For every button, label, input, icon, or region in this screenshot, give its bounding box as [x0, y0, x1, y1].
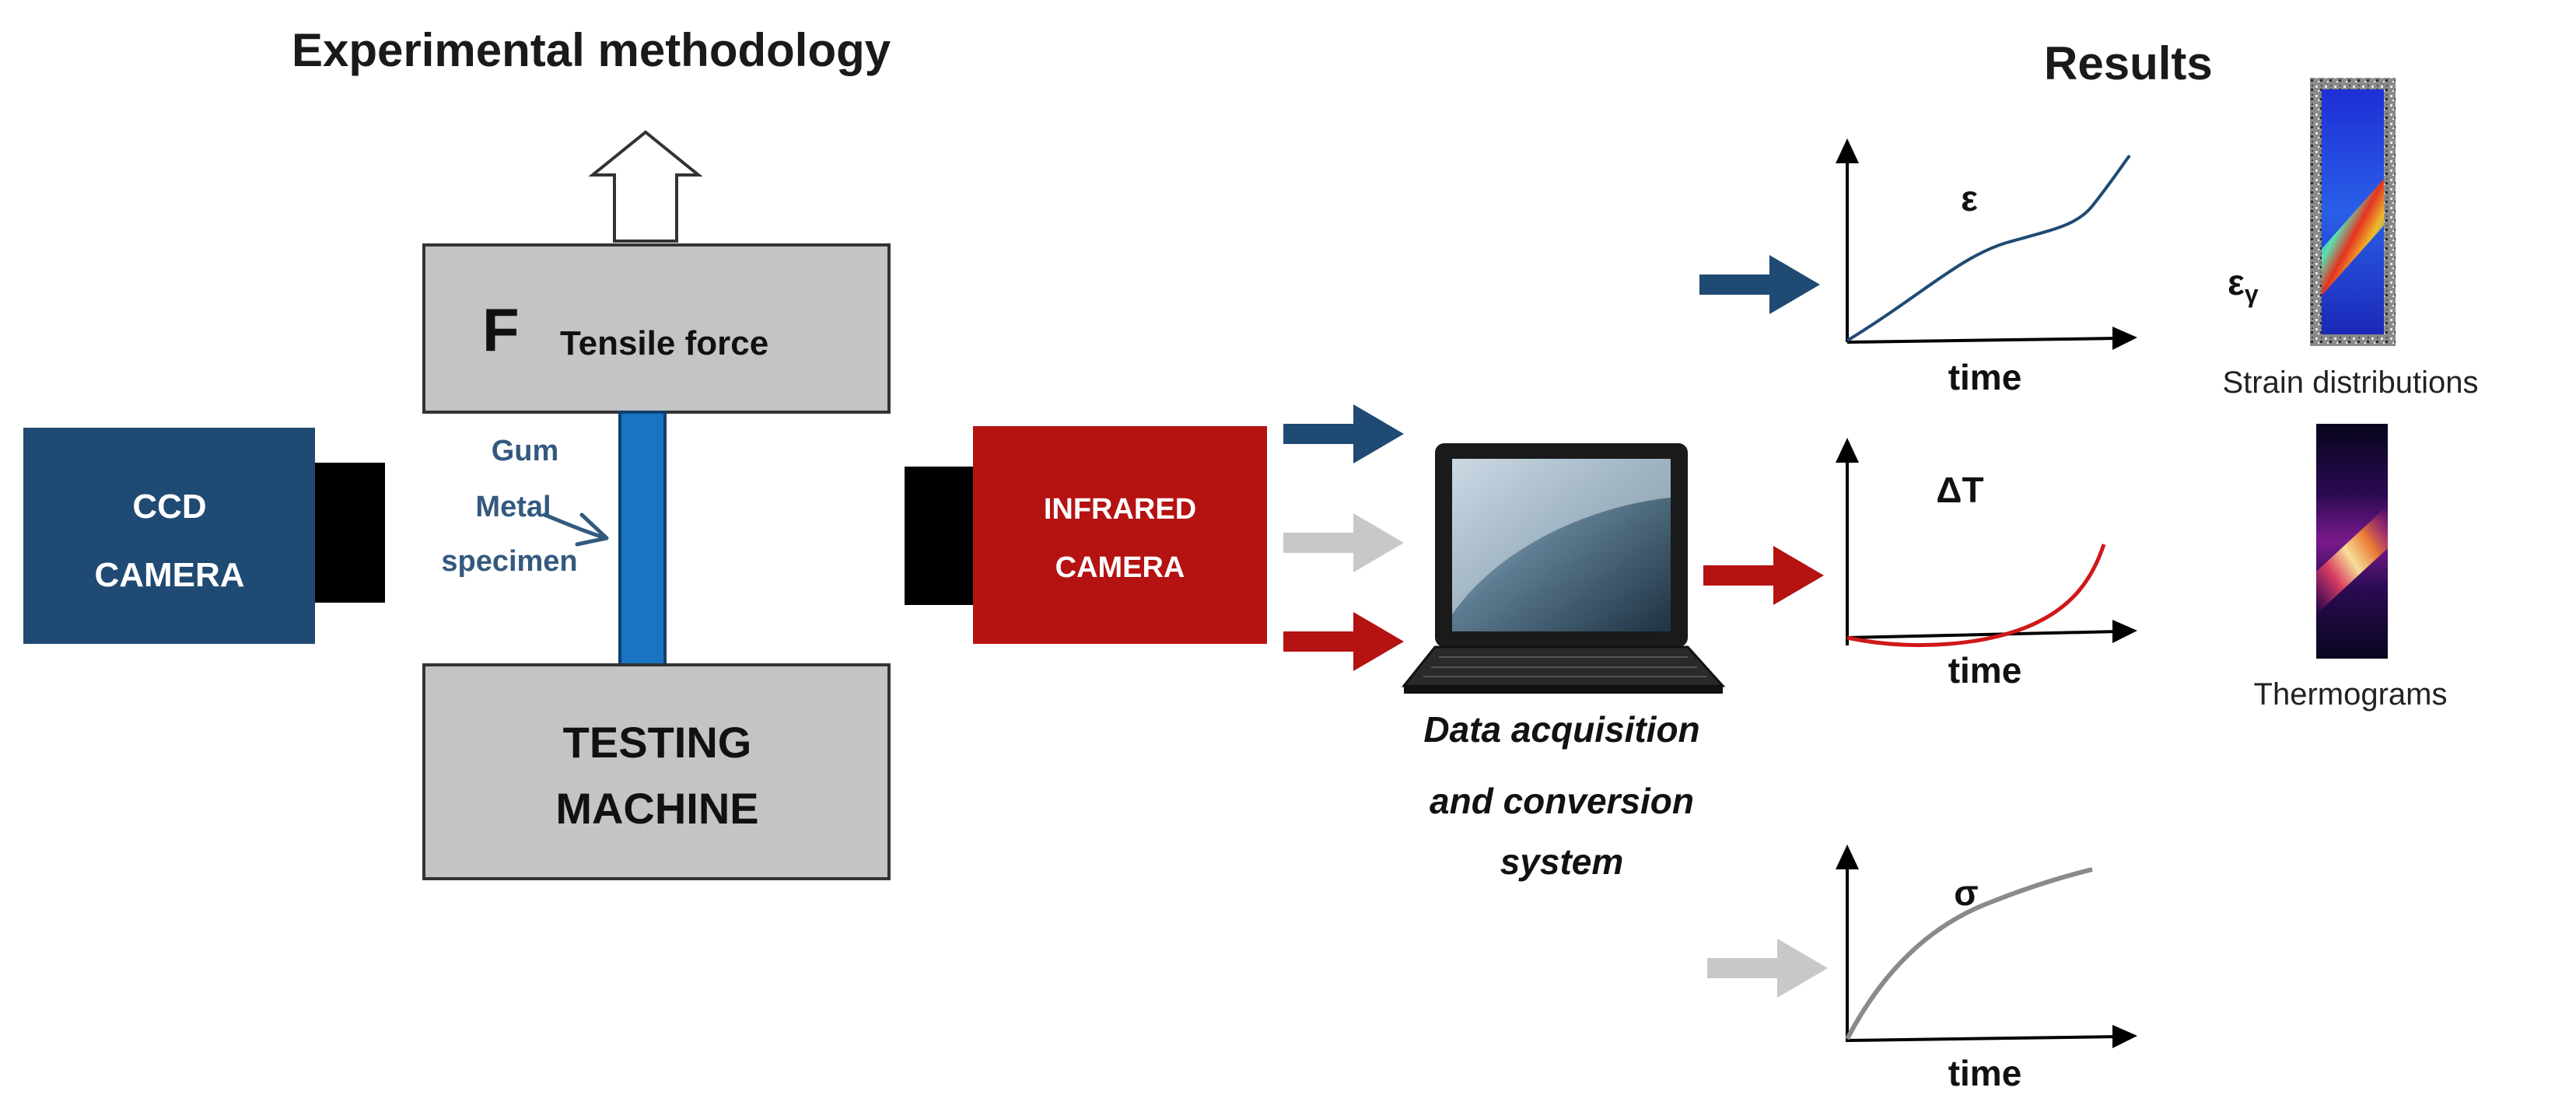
specimen-label-line3: specimen [441, 545, 578, 578]
specimen-label-line1: Gum [491, 435, 559, 467]
strain-map-symbol: εγ [2228, 264, 2259, 306]
testing-machine-line1: TESTING [562, 718, 752, 767]
strain-distributions-caption: Strain distributions [2222, 365, 2479, 400]
infrared-label-line1: INFRARED [1043, 493, 1197, 526]
ccd-camera-body [23, 428, 315, 644]
infrared-camera-lens [905, 467, 973, 605]
temperature-plot-symbol: ΔT [1936, 470, 1984, 510]
stress-curve [1845, 867, 2093, 1040]
data-system-line3: system [1500, 841, 1624, 882]
stress-plot-time-label: time [1948, 1053, 2022, 1093]
thermogram-image [2316, 424, 2388, 659]
strain-plot-time-label: time [1948, 357, 2022, 397]
thermograms-caption: Thermograms [2253, 677, 2448, 712]
strain-plot [1836, 138, 2137, 350]
ccd-label-line1: CCD [132, 488, 207, 526]
results-heading: Results [2044, 37, 2213, 89]
ccd-camera-lens [315, 463, 385, 603]
strain-map-epsilon: ε [2228, 262, 2245, 302]
testing-machine-line2: MACHINE [555, 784, 759, 833]
temperature-plot-time-label: time [1948, 650, 2022, 691]
specimen-label-line2: Metal [475, 491, 551, 523]
temperature-curve [1846, 544, 2106, 647]
red-arrow-to-laptop [1283, 612, 1404, 671]
methodology-heading: Experimental methodology [292, 24, 891, 76]
data-system-line2: and conversion [1430, 781, 1694, 821]
red-arrow-to-temperature-plot [1703, 546, 1824, 605]
stress-plot [1836, 844, 2137, 1048]
strain-curve [1846, 154, 2131, 342]
gum-metal-specimen [618, 411, 667, 666]
infrared-label-line2: CAMERA [1055, 551, 1185, 584]
laptop-icon [1401, 443, 1726, 694]
gray-arrow-to-stress-plot [1707, 939, 1828, 998]
stress-plot-symbol: σ [1954, 872, 1979, 913]
blue-arrow-to-laptop [1283, 404, 1404, 463]
strain-plot-symbol: ε [1961, 178, 1978, 219]
testing-machine-box [422, 663, 891, 880]
ccd-label-line2: CAMERA [94, 556, 245, 594]
force-symbol: F [482, 295, 520, 364]
blue-arrow-to-strain-plot [1699, 255, 1820, 314]
tensile-force-label: Tensile force [560, 324, 769, 362]
force-box [422, 243, 891, 414]
tensile-direction-arrow [588, 130, 703, 243]
strain-distribution-image [2310, 78, 2396, 346]
strain-map-subscript: γ [2244, 280, 2259, 309]
specimen-pointer-arrow [542, 512, 609, 547]
data-system-line1: Data acquisition [1423, 709, 1700, 750]
infrared-camera-body [973, 426, 1267, 644]
temperature-plot [1836, 438, 2137, 647]
gray-arrow-to-laptop [1283, 513, 1404, 572]
